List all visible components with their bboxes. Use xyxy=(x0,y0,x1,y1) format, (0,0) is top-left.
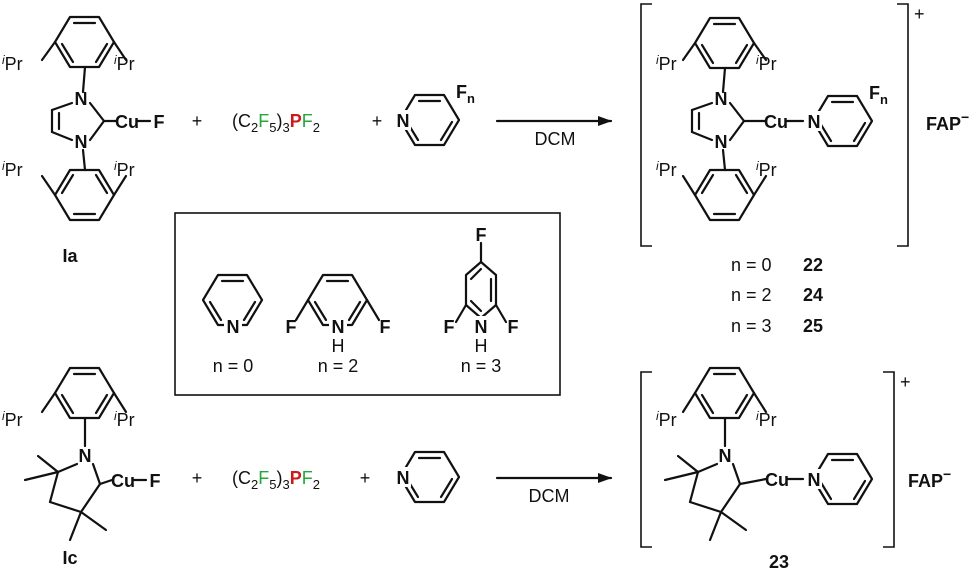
product-b-ipr-right: iPr xyxy=(756,409,777,430)
solvent-label-top: DCM xyxy=(535,129,576,149)
ic-caac-copper-fluoride: N Cu F iPr iPr xyxy=(2,366,161,542)
legend-n3-h-atom: H xyxy=(475,336,488,356)
product-23-label: 23 xyxy=(769,552,789,572)
n-value-row-3: n = 3 xyxy=(731,316,772,336)
legend-n0-label: n = 0 xyxy=(213,356,254,376)
pyridine-bottom-n-atom: N xyxy=(397,468,410,488)
ia-ipr-bottom-right: iPr xyxy=(114,159,135,180)
ia-ipr-top-right: iPr xyxy=(114,53,135,74)
legend-n2-h-atom: H xyxy=(332,336,345,356)
product-bracket-bottom: + xyxy=(640,371,911,548)
ia-ipr-top-left: iPr xyxy=(2,53,23,74)
legend-n3-f-top: F xyxy=(476,225,487,245)
product-pyridine-n-atom: N xyxy=(808,112,821,132)
product-fn-substituent: Fn xyxy=(869,83,888,107)
legend-n3-n-atom: N xyxy=(475,317,488,337)
plus-sign-bottom-1: + xyxy=(192,468,203,488)
ic-cu-atom: Cu xyxy=(111,471,135,491)
ia-compound-label: Ia xyxy=(62,246,78,266)
product-ipr-top-right: iPr xyxy=(756,53,777,74)
ia-ipr-bottom-left: iPr xyxy=(2,159,23,180)
legend-n2-label: n = 2 xyxy=(318,356,359,376)
product-caac-copper-pyridinium: N Cu N iPr iPr xyxy=(656,366,874,542)
fap-anion-top: FAP− xyxy=(926,109,969,134)
product-ipr-bottom-left: iPr xyxy=(656,159,677,180)
legend-difluoropyridinium-n2: N H F F n = 2 xyxy=(286,273,391,376)
product-cu-atom: Cu xyxy=(764,112,788,132)
legend-pyridine-n0: N n = 0 xyxy=(201,273,264,376)
product-b-n-atom: N xyxy=(719,446,732,466)
ic-f-atom: F xyxy=(150,471,161,491)
ia-n3-atom: N xyxy=(75,132,88,152)
pyridine-legend-box xyxy=(174,212,561,396)
charge-plus-bottom: + xyxy=(900,372,911,392)
fn-substituent: Fn xyxy=(456,82,475,106)
reagent-c2f5-3-pf2-top: (C2F5)3PF2 xyxy=(232,111,320,135)
product-number-24: 24 xyxy=(803,285,823,305)
plus-sign-top-1: + xyxy=(192,111,203,131)
legend-n0-n-atom: N xyxy=(227,317,240,337)
ic-ipr-right: iPr xyxy=(114,409,135,430)
legend-trifluoropyridinium-n3: N H F F F n = 3 xyxy=(444,225,519,376)
ia-nhc-copper-fluoride: N N Cu F iPr iPr iPr iPr xyxy=(2,15,165,222)
ia-n1-atom: N xyxy=(75,89,88,109)
product-nhc-copper-pyridinium: N N Cu N Fn iPr iPr iPr iPr xyxy=(656,16,888,222)
n-value-row-0: n = 0 xyxy=(731,255,772,275)
product-bracket-top: + xyxy=(640,3,925,247)
ic-compound-label: Ic xyxy=(62,548,77,568)
ia-f-atom: F xyxy=(154,112,165,132)
n-value-row-2: n = 2 xyxy=(731,285,772,305)
product-ipr-bottom-right: iPr xyxy=(756,159,777,180)
legend-n2-f-right: F xyxy=(380,317,391,337)
legend-n3-label: n = 3 xyxy=(461,356,502,376)
product-n3-atom: N xyxy=(715,132,728,152)
solvent-label-bottom: DCM xyxy=(529,486,570,506)
fap-anion-bottom: FAP− xyxy=(908,466,951,491)
plus-sign-bottom-2: + xyxy=(360,468,371,488)
product-n1-atom: N xyxy=(715,89,728,109)
product-b-pyridine-n-atom: N xyxy=(808,470,821,490)
ic-ipr-left: iPr xyxy=(2,409,23,430)
product-b-cu-atom: Cu xyxy=(765,470,789,490)
reagent-c2f5-3-pf2-bottom: (C2F5)3PF2 xyxy=(232,468,320,492)
ia-cu-atom: Cu xyxy=(115,112,139,132)
product-b-ipr-left: iPr xyxy=(656,409,677,430)
ic-n-atom: N xyxy=(79,446,92,466)
fluoropyridine-reagent: N Fn xyxy=(395,82,475,147)
product-number-25: 25 xyxy=(803,316,823,336)
pyridine-reagent-bottom: N xyxy=(395,450,461,504)
pyridine-n-atom: N xyxy=(397,111,410,131)
n-value-table: n = 0 22 n = 2 24 n = 3 25 xyxy=(731,255,823,336)
product-ipr-top-left: iPr xyxy=(656,53,677,74)
legend-n3-f-left: F xyxy=(444,317,455,337)
charge-plus-top: + xyxy=(914,4,925,24)
legend-n2-n-atom: N xyxy=(332,317,345,337)
plus-sign-top-2: + xyxy=(372,111,383,131)
legend-n3-f-right: F xyxy=(508,317,519,337)
legend-n2-f-left: F xyxy=(286,317,297,337)
product-number-22: 22 xyxy=(803,255,823,275)
